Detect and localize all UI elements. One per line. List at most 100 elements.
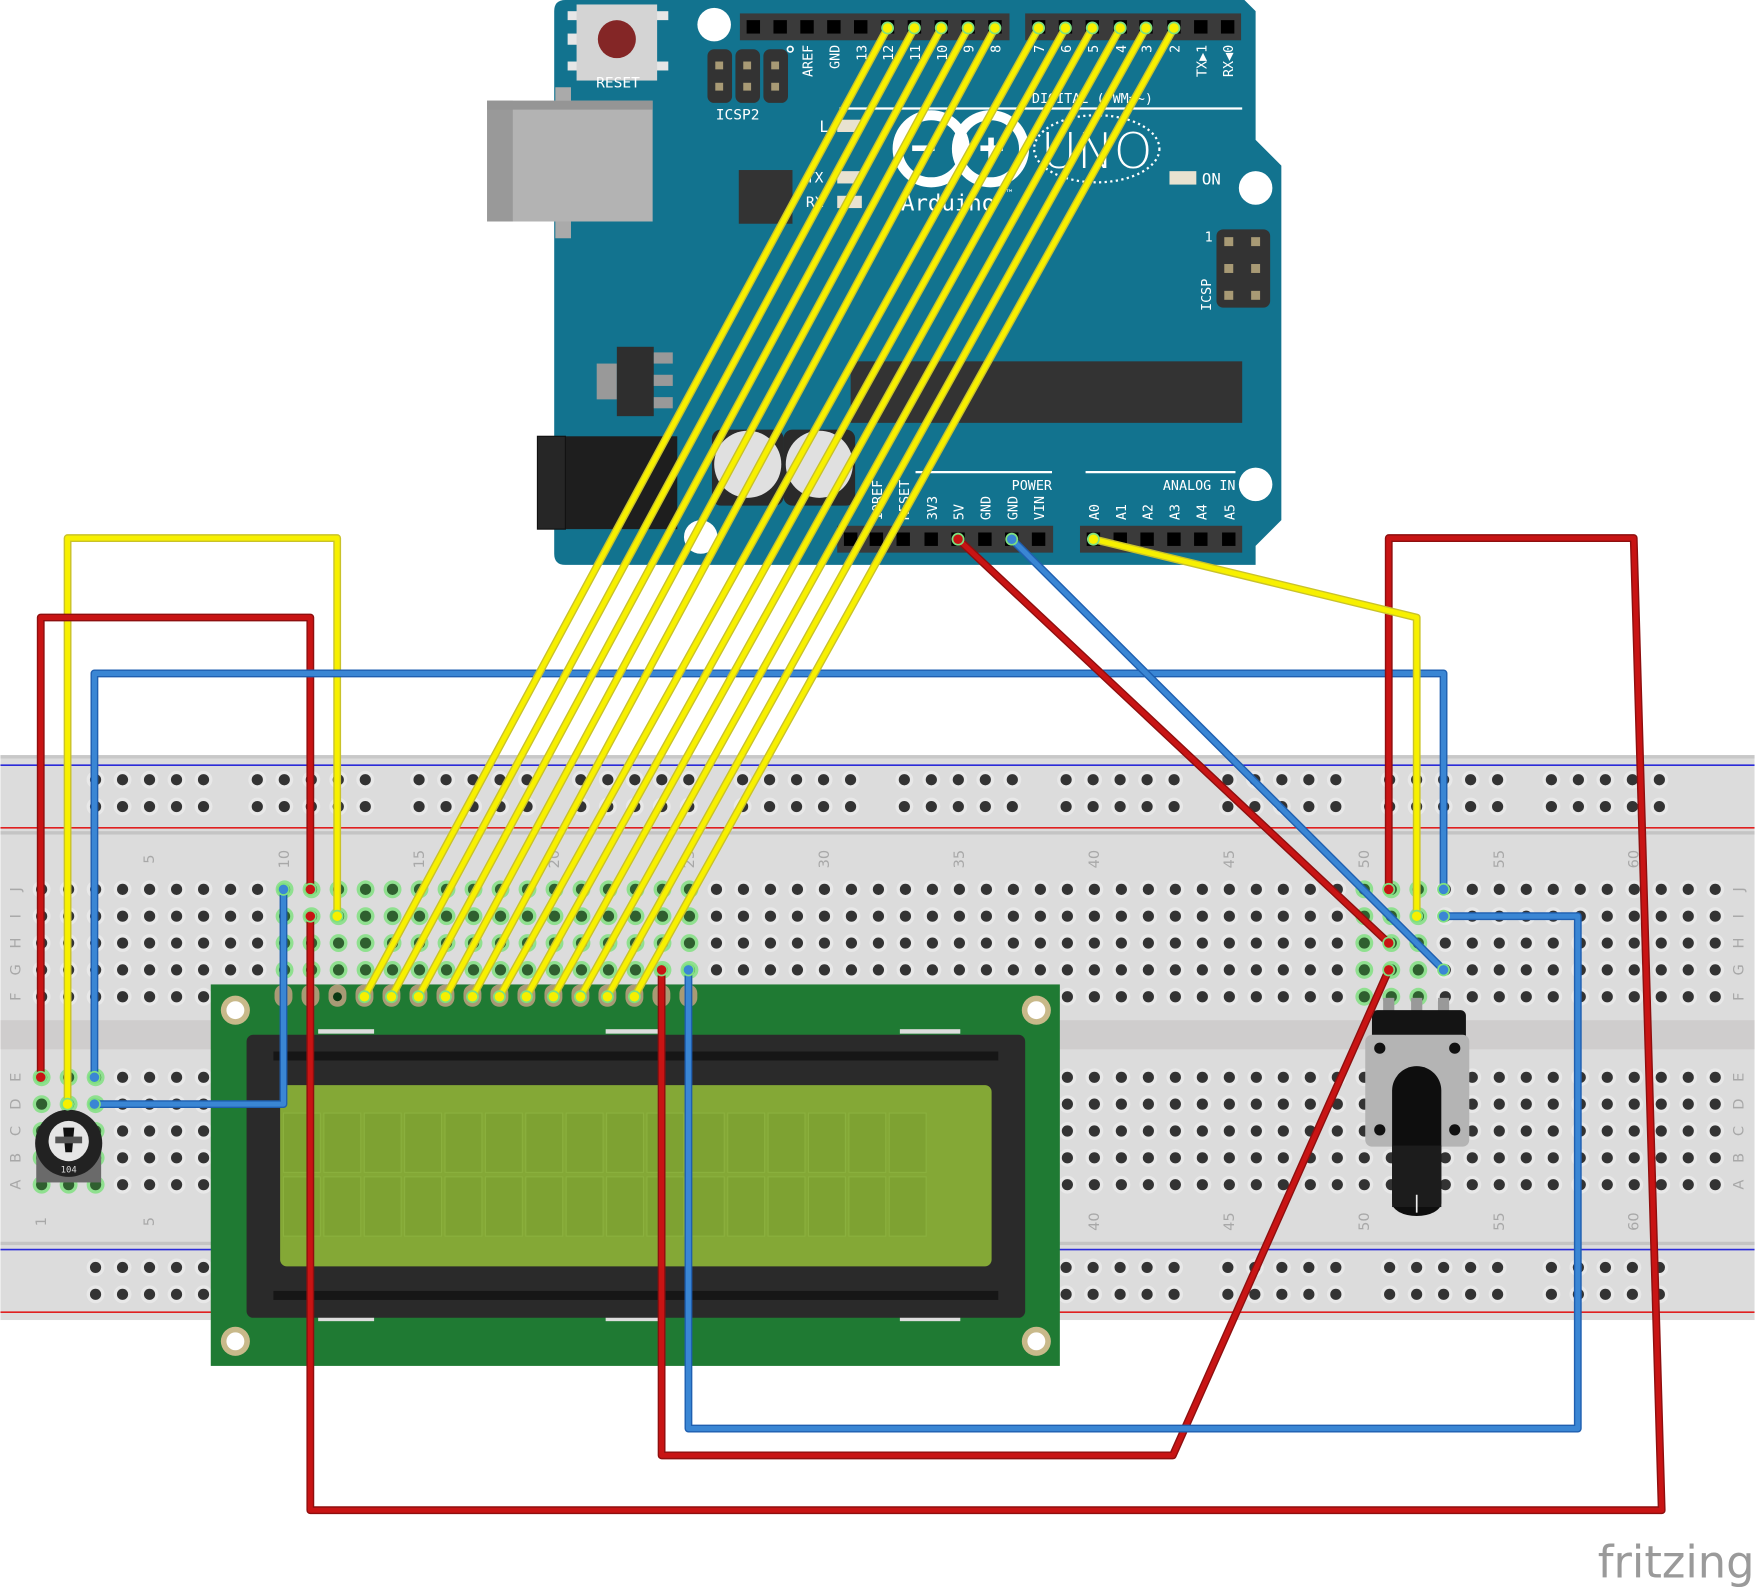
breadboard-hole[interactable] bbox=[1115, 910, 1127, 922]
wire-end[interactable] bbox=[1437, 882, 1450, 896]
rail-hole[interactable] bbox=[1141, 1288, 1153, 1300]
breadboard-hole[interactable] bbox=[764, 883, 777, 895]
breadboard-hole[interactable] bbox=[224, 910, 237, 922]
breadboard-hole[interactable] bbox=[1520, 1071, 1532, 1083]
rail-hole[interactable] bbox=[1465, 1288, 1477, 1300]
rail-hole[interactable] bbox=[925, 774, 937, 786]
rail-hole[interactable] bbox=[1303, 1288, 1315, 1300]
breadboard-hole[interactable] bbox=[1277, 910, 1289, 922]
breadboard-hole[interactable] bbox=[1709, 1125, 1721, 1137]
wire-end[interactable] bbox=[1437, 909, 1450, 923]
breadboard-hole[interactable] bbox=[1520, 883, 1532, 895]
breadboard-hole[interactable] bbox=[1250, 910, 1262, 922]
rail-hole[interactable] bbox=[1599, 1288, 1611, 1300]
breadboard-hole[interactable] bbox=[144, 937, 156, 949]
breadboard-hole[interactable] bbox=[1034, 883, 1046, 895]
rail-hole[interactable] bbox=[1330, 1261, 1342, 1274]
breadboard-hole[interactable] bbox=[117, 991, 129, 1003]
rail-hole[interactable] bbox=[1330, 800, 1342, 813]
breadboard-hole[interactable] bbox=[1439, 1152, 1451, 1164]
breadboard-hole[interactable] bbox=[144, 883, 156, 895]
rail-hole[interactable] bbox=[1653, 774, 1665, 786]
breadboard-hole[interactable] bbox=[1655, 1071, 1667, 1083]
wire-arduino-5v[interactable] bbox=[951, 532, 1396, 950]
breadboard-hole[interactable] bbox=[1466, 1152, 1478, 1164]
breadboard-hole[interactable] bbox=[926, 910, 939, 922]
breadboard-hole[interactable] bbox=[224, 937, 237, 949]
breadboard-hole[interactable] bbox=[737, 937, 750, 949]
breadboard-hole[interactable] bbox=[1088, 1098, 1100, 1110]
rail-hole[interactable] bbox=[1006, 774, 1018, 786]
breadboard-hole[interactable] bbox=[1655, 883, 1667, 895]
breadboard-hole[interactable] bbox=[197, 964, 210, 976]
breadboard-hole[interactable] bbox=[1520, 964, 1532, 976]
breadboard-hole[interactable] bbox=[1601, 964, 1613, 976]
wire-end[interactable] bbox=[34, 1070, 48, 1084]
breadboard-hole[interactable] bbox=[440, 964, 453, 976]
breadboard-hole[interactable] bbox=[1061, 1125, 1073, 1137]
breadboard-hole[interactable] bbox=[1682, 910, 1694, 922]
rail-hole[interactable] bbox=[1330, 774, 1342, 786]
breadboard-hole[interactable] bbox=[1493, 937, 1505, 949]
wire-end[interactable] bbox=[277, 882, 290, 896]
rail-hole[interactable] bbox=[1599, 774, 1611, 786]
wire-end[interactable] bbox=[600, 990, 614, 1004]
rail-hole[interactable] bbox=[170, 1288, 183, 1300]
rail-hole[interactable] bbox=[278, 774, 290, 786]
breadboard-hole[interactable] bbox=[359, 883, 372, 895]
breadboard-hole[interactable] bbox=[1628, 1179, 1640, 1191]
breadboard-hole[interactable] bbox=[710, 910, 723, 922]
breadboard-hole[interactable] bbox=[440, 910, 453, 922]
wire-end[interactable] bbox=[1410, 909, 1424, 923]
rail-hole[interactable] bbox=[359, 800, 371, 813]
breadboard-hole[interactable] bbox=[1709, 1098, 1721, 1110]
wire-end[interactable] bbox=[519, 990, 533, 1004]
breadboard-hole[interactable] bbox=[170, 1125, 183, 1137]
wire-end[interactable] bbox=[1382, 936, 1396, 950]
breadboard-hole[interactable] bbox=[1601, 883, 1613, 895]
rail-hole[interactable] bbox=[1384, 1261, 1396, 1274]
breadboard-hole[interactable] bbox=[1331, 964, 1343, 976]
breadboard-hole[interactable] bbox=[1331, 1179, 1343, 1191]
breadboard-hole[interactable] bbox=[467, 964, 480, 976]
breadboard-hole[interactable] bbox=[1196, 937, 1208, 949]
breadboard-hole[interactable] bbox=[1223, 910, 1235, 922]
breadboard-hole[interactable] bbox=[1169, 991, 1181, 1003]
wire-end[interactable] bbox=[87, 1097, 101, 1111]
rail-hole[interactable] bbox=[1249, 1288, 1261, 1300]
breadboard-hole[interactable] bbox=[1601, 991, 1613, 1003]
breadboard-hole[interactable] bbox=[872, 937, 885, 949]
breadboard-hole[interactable] bbox=[144, 910, 156, 922]
breadboard-hole[interactable] bbox=[117, 883, 129, 895]
breadboard-hole[interactable] bbox=[117, 1125, 129, 1137]
wire-gnd-bus[interactable] bbox=[87, 669, 1450, 1084]
breadboard-hole[interactable] bbox=[1628, 1098, 1640, 1110]
breadboard-hole[interactable] bbox=[1223, 1125, 1235, 1137]
breadboard-hole[interactable] bbox=[1007, 910, 1019, 922]
breadboard-hole[interactable] bbox=[1682, 1071, 1694, 1083]
breadboard-hole[interactable] bbox=[1196, 1098, 1208, 1110]
breadboard-hole[interactable] bbox=[1034, 964, 1046, 976]
breadboard-hole[interactable] bbox=[170, 1071, 183, 1083]
rail-hole[interactable] bbox=[1222, 800, 1234, 813]
breadboard-hole[interactable] bbox=[1493, 991, 1505, 1003]
breadboard-hole[interactable] bbox=[1277, 937, 1289, 949]
breadboard-hole[interactable] bbox=[1520, 1179, 1532, 1191]
rail-hole[interactable] bbox=[1438, 1261, 1450, 1274]
breadboard-hole[interactable] bbox=[899, 937, 912, 949]
rail-hole[interactable] bbox=[683, 774, 695, 786]
breadboard-hole[interactable] bbox=[1547, 1179, 1559, 1191]
rail-hole[interactable] bbox=[251, 774, 263, 786]
breadboard-hole[interactable] bbox=[1088, 1152, 1100, 1164]
rail-hole[interactable] bbox=[763, 774, 776, 786]
rail-hole[interactable] bbox=[1006, 800, 1018, 813]
header-pin[interactable] bbox=[896, 532, 910, 546]
rail-hole[interactable] bbox=[1599, 800, 1611, 813]
breadboard-hole[interactable] bbox=[683, 937, 696, 949]
breadboard-hole[interactable] bbox=[1034, 937, 1046, 949]
breadboard-hole[interactable] bbox=[1682, 883, 1694, 895]
breadboard-hole[interactable] bbox=[1007, 964, 1019, 976]
breadboard-hole[interactable] bbox=[1466, 937, 1478, 949]
breadboard-hole[interactable] bbox=[1250, 991, 1262, 1003]
breadboard-hole[interactable] bbox=[737, 964, 750, 976]
